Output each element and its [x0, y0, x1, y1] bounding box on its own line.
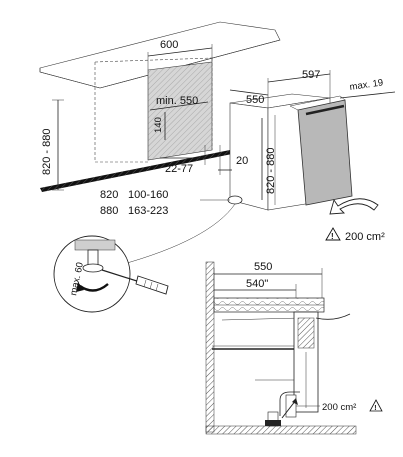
dim-section-550-label: 550: [254, 261, 272, 273]
dim-height-right: 820 - 880: [261, 118, 277, 200]
table-row-2-a: 880: [100, 205, 118, 217]
vent-top-label: 200 cm²: [345, 231, 385, 243]
floor-line: [40, 150, 232, 192]
screwdriver-icon: [101, 269, 169, 295]
dim-22-77: 22-77: [160, 145, 206, 175]
countertop-3d: [39, 21, 281, 89]
height-table: 820 100-160 880 163-223: [100, 189, 168, 217]
dim-597-label: 597: [302, 69, 320, 81]
niche-back-wall: [147, 61, 213, 161]
warning-icon: [369, 399, 383, 412]
section-floor: [205, 425, 357, 435]
vent-warning-bottom: 200 cm² !: [296, 399, 383, 413]
dim-height-right-label: 820 - 880: [265, 148, 277, 194]
section-appliance: [212, 311, 351, 427]
dim-22-77-label: 22-77: [165, 163, 193, 175]
dim-max-19: max. 19: [339, 77, 396, 99]
dim-height-left: 820 - 880: [41, 99, 64, 191]
airflow-arrow-icon: [329, 198, 379, 215]
table-row-2-b: 163-223: [128, 205, 168, 217]
dim-min-550: min. 550: [149, 95, 209, 111]
dim-max-19-label: max. 19: [349, 77, 384, 93]
svg-text:!: !: [374, 405, 376, 412]
foot-detail: max. 60: [53, 235, 131, 313]
section-left-wall: [205, 261, 215, 433]
vent-warning-top: ! 200 cm²: [325, 227, 385, 243]
dim-section-540: 540": [214, 278, 297, 298]
vent-bottom-label: 200 cm²: [322, 402, 356, 413]
dim-20-label: 20: [236, 155, 248, 167]
svg-text:!: !: [331, 232, 334, 241]
warning-icon: [325, 227, 341, 241]
section-airflow: [279, 391, 300, 419]
dim-140: 140: [153, 112, 166, 140]
dim-20: 20: [218, 145, 248, 175]
table-row-1-a: 820: [100, 189, 118, 201]
dim-140-label: 140: [153, 117, 164, 133]
dim-597: 597: [267, 69, 331, 108]
dim-section-550: 550: [213, 261, 323, 298]
appliance-door: [289, 95, 353, 206]
dim-section-540-label: 540": [246, 278, 268, 290]
dim-600: 600: [147, 39, 213, 70]
table-row-1-b: 100-160: [128, 189, 168, 201]
dim-height-left-label: 820 - 880: [41, 129, 53, 175]
dim-550: 550: [229, 89, 269, 106]
adjustable-foot: [119, 195, 243, 266]
dim-550-label: 550: [246, 94, 264, 106]
dim-600-label: 600: [160, 39, 178, 51]
section-countertop: [213, 297, 325, 313]
dim-min-550-label: min. 550: [156, 95, 198, 107]
